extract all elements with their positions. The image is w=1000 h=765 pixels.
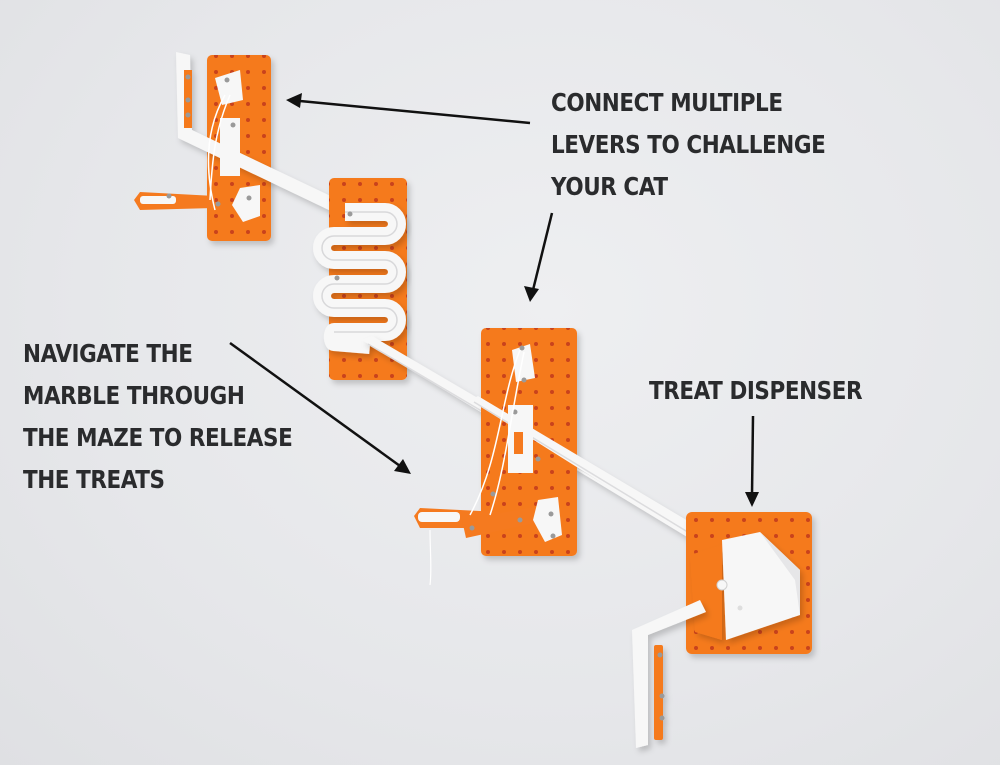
levers-annotation-line-3: YOUR CAT — [551, 172, 668, 201]
marble-maze — [313, 203, 406, 354]
marble-annotation-line-1: NAVIGATE THE — [23, 339, 193, 368]
treat-annotation-line-1: TREAT DISPENSER — [649, 376, 863, 405]
bottom-rail — [632, 600, 706, 748]
levers-annotation-line-1: CONNECT MULTIPLE — [551, 88, 783, 117]
marble-annotation-line-3: THE MAZE TO RELEASE — [23, 423, 293, 452]
top-lever-mechanism — [134, 70, 260, 222]
levers-annotation: CONNECT MULTIPLE LEVERS TO CHALLENGE YOU… — [551, 82, 826, 208]
arrow-to-middle-board — [524, 212, 554, 302]
arrow-to-lower-lever — [229, 341, 411, 474]
marble-annotation-line-4: THE TREATS — [23, 465, 165, 494]
middle-lever-mechanism — [414, 344, 562, 586]
annotation-arrows — [229, 93, 759, 507]
arrow-to-dispenser — [745, 415, 759, 507]
marble-annotation-line-2: MARBLE THROUGH — [23, 381, 245, 410]
levers-annotation-line-2: LEVERS TO CHALLENGE — [551, 130, 826, 159]
treat-dispenser-annotation: TREAT DISPENSER — [649, 370, 863, 412]
treat-dispenser — [690, 532, 800, 640]
marble-annotation: NAVIGATE THE MARBLE THROUGH THE MAZE TO … — [23, 333, 293, 501]
arrow-to-top-board — [286, 93, 531, 125]
